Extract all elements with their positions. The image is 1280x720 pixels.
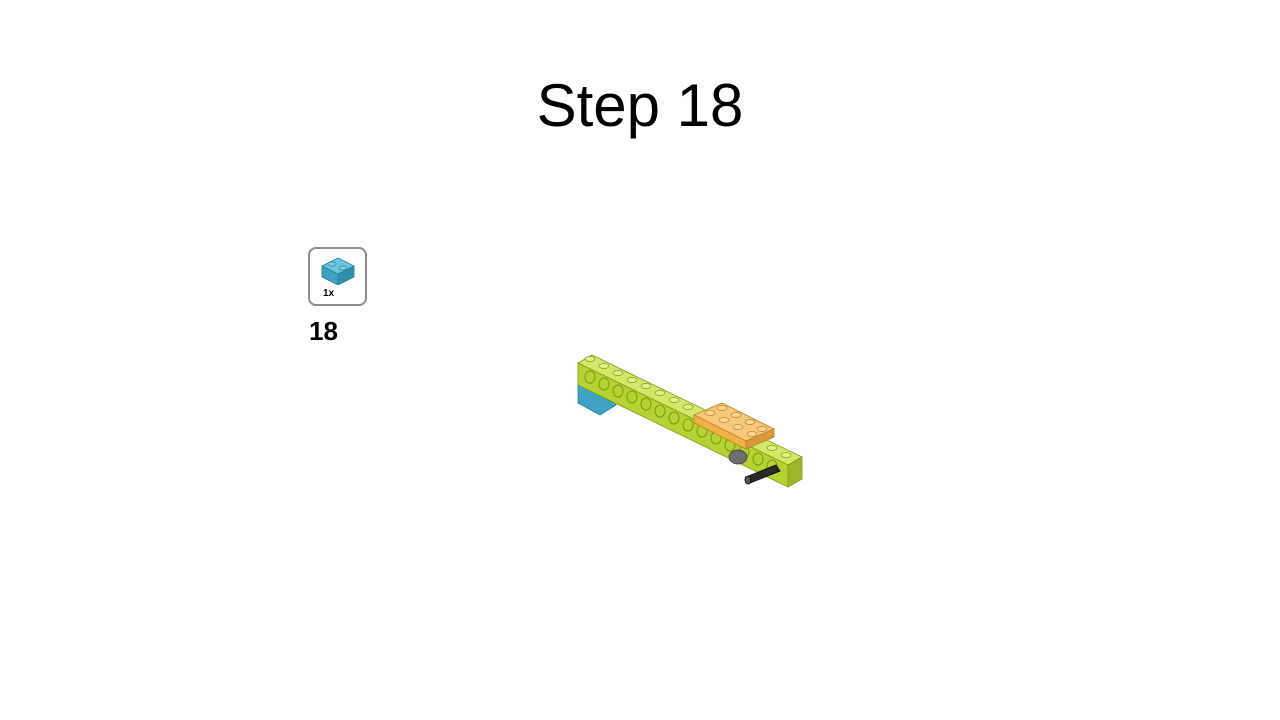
parts-callout-box: 1x — [308, 247, 367, 306]
step-number: 18 — [309, 316, 338, 346]
beam-holes — [584, 370, 778, 473]
orange-plate-side — [745, 428, 775, 450]
part-quantity-label: 1x — [323, 288, 335, 299]
lime-beam-end — [787, 456, 803, 488]
lego-assembly-illustration — [577, 354, 803, 488]
orange-plate-studs — [704, 405, 768, 437]
azure-brick-1x2-icon — [321, 257, 355, 285]
beam-studs — [584, 356, 792, 458]
axle-end — [744, 475, 752, 485]
gray-gear — [728, 449, 748, 465]
slide-title: Step 18 — [536, 72, 744, 139]
